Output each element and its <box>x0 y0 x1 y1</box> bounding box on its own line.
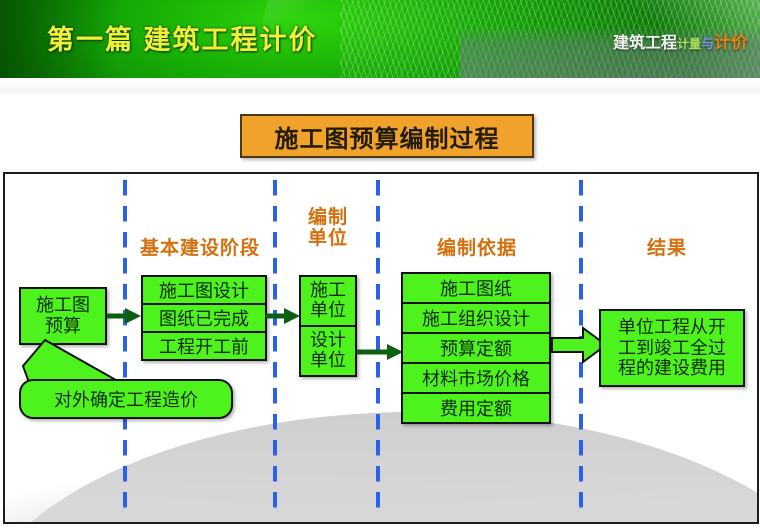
column-divider-3 <box>376 180 380 516</box>
result-box-line3: 程的建设费用 <box>618 358 726 379</box>
header-banner: 第一篇 建筑工程计价 建筑工程计量与计价 <box>0 0 760 78</box>
unit-item-1-line2: 单位 <box>310 350 346 370</box>
basis-item-3: 材料市场价格 <box>401 362 551 394</box>
result-box-line1: 单位工程从开 <box>618 316 726 337</box>
callout-box: 对外确定工程造价 <box>19 379 233 419</box>
column-caption-result: 结果 <box>592 234 742 264</box>
column-caption-basis: 编制依据 <box>402 234 552 264</box>
brand-part-2: 计量 <box>676 37 701 51</box>
background-hill-decor <box>5 412 757 522</box>
stage-item-1: 图纸已完成 <box>141 303 267 333</box>
start-box-line2: 预算 <box>45 316 81 336</box>
brand-part-1: 建筑工程 <box>612 35 677 52</box>
stage-item-2: 工程开工前 <box>141 331 267 361</box>
arrow-start-to-stage <box>107 308 141 324</box>
unit-item-1-line1: 设计 <box>310 330 346 351</box>
basis-item-2: 预算定额 <box>401 332 551 364</box>
brand-part-4: 计价 <box>714 33 748 52</box>
start-box: 施工图 预算 <box>19 287 107 345</box>
column-divider-2 <box>273 180 277 516</box>
unit-item-1: 设计 单位 <box>299 325 357 377</box>
stage-item-0: 施工图设计 <box>141 275 267 305</box>
arrow-stage-to-unit <box>266 308 300 324</box>
unit-item-0-line1: 施工 <box>310 280 346 301</box>
basis-item-4: 费用定额 <box>401 392 551 424</box>
header-underband <box>0 78 760 94</box>
banner-gray-fade-decor <box>460 26 760 78</box>
stage-box-stack: 施工图设计 图纸已完成 工程开工前 <box>141 275 267 361</box>
result-box: 单位工程从开 工到竣工全过 程的建设费用 <box>599 309 745 387</box>
unit-item-0-line2: 单位 <box>310 300 346 320</box>
result-box-line2: 工到竣工全过 <box>618 337 726 358</box>
page-title: 施工图预算编制过程 <box>240 114 534 158</box>
column-caption-unit-line1: 编制 <box>307 206 348 228</box>
column-caption-unit-line2: 单位 <box>307 228 348 249</box>
unit-box-stack: 施工 单位 设计 单位 <box>299 275 357 377</box>
header-title: 第一篇 建筑工程计价 <box>47 25 318 55</box>
arrow-unit-to-basis <box>357 344 403 360</box>
column-divider-1 <box>123 180 127 516</box>
basis-box-stack: 施工图纸 施工组织设计 预算定额 材料市场价格 费用定额 <box>401 272 551 424</box>
basis-item-1: 施工组织设计 <box>401 302 551 334</box>
arrow-basis-to-result <box>551 326 607 364</box>
brand-logo: 建筑工程计量与计价 <box>613 28 748 53</box>
basis-item-0: 施工图纸 <box>401 272 551 304</box>
brand-part-3: 与 <box>700 36 714 51</box>
page-title-text: 施工图预算编制过程 <box>274 125 500 153</box>
start-box-line1: 施工图 <box>36 295 90 316</box>
column-caption-stage: 基本建设阶段 <box>129 234 271 264</box>
banner-left-shade <box>0 0 120 78</box>
diagram-panel: 基本建设阶段 编制 单位 编制依据 结果 施工图 预算 对外确定工程造价 施工图… <box>3 172 759 524</box>
unit-item-0: 施工 单位 <box>299 275 357 327</box>
column-caption-unit: 编制 单位 <box>293 192 363 264</box>
